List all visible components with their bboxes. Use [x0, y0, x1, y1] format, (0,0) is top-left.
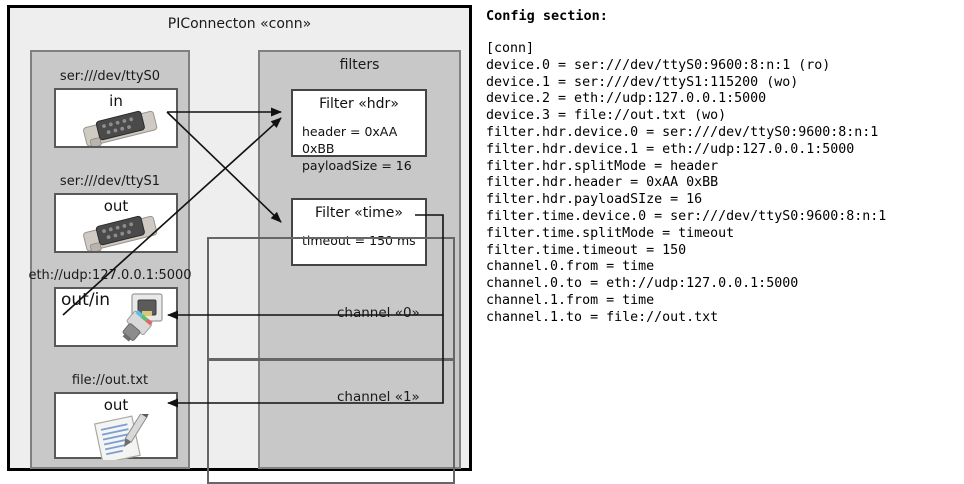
serial-port-icon — [78, 215, 164, 255]
channel-region-1 — [207, 359, 455, 484]
device-direction-eth: out/in — [61, 290, 111, 310]
filters-panel-title: filters — [339, 57, 380, 73]
filters-panel: filters Filter «hdr» header = 0xAA 0xBB … — [207, 50, 461, 484]
device-direction-ttys0: in — [109, 92, 123, 110]
device-card-file[interactable]: out — [54, 392, 178, 464]
channel-label-1: channel «1» — [337, 389, 420, 405]
config-heading: Config section: — [486, 8, 608, 24]
device-label-ttys1: ser:///dev/ttyS1 — [59, 174, 161, 189]
channel-region-0 — [207, 237, 455, 360]
filter-title-hdr: Filter «hdr» — [319, 96, 399, 112]
filter-props-hdr: header = 0xAA 0xBB payloadSize = 16 — [302, 123, 425, 174]
ethernet-plug-icon — [116, 292, 174, 350]
filter-prop: header = 0xAA 0xBB — [302, 124, 398, 156]
device-direction-ttys1: out — [103, 197, 129, 215]
component-outer-box: PIConnecton «conn» ser:///dev/ttyS0 in — [7, 5, 472, 484]
text-file-icon — [93, 409, 156, 464]
device-card-ttys1[interactable]: out — [54, 193, 178, 253]
device-card-eth[interactable]: out/in — [54, 287, 178, 347]
filter-card-hdr[interactable]: Filter «hdr» header = 0xAA 0xBB payloadS… — [291, 89, 427, 173]
device-label-eth: eth://udp:127.0.0.1:5000 — [28, 268, 192, 283]
device-label-ttys0: ser:///dev/ttyS0 — [59, 69, 161, 84]
serial-port-icon — [78, 110, 164, 150]
device-card-ttys0[interactable]: in — [54, 88, 178, 148]
page-title: PIConnecton «conn» — [167, 16, 312, 32]
device-direction-file: out — [103, 396, 129, 414]
config-section: Config section: [conn] device.0 = ser://… — [482, 0, 964, 484]
config-body: [conn] device.0 = ser:///dev/ttyS0:9600:… — [486, 41, 887, 325]
device-label-file: file://out.txt — [71, 373, 149, 388]
filter-prop: payloadSize = 16 — [302, 158, 412, 173]
filter-title-time: Filter «time» — [315, 205, 403, 221]
channel-label-0: channel «0» — [337, 305, 420, 321]
devices-panel: ser:///dev/ttyS0 in — [28, 50, 192, 469]
